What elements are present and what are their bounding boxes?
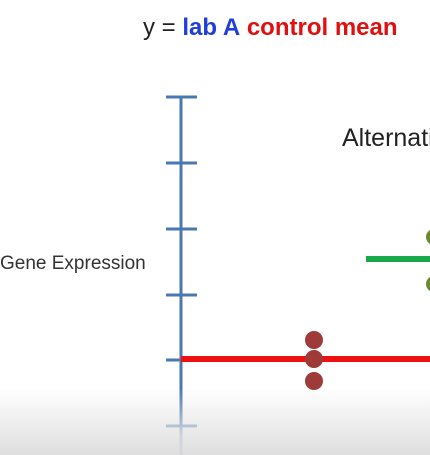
equation-lab-term: lab A — [182, 14, 241, 41]
alternative-data-point — [426, 277, 430, 291]
control-data-point — [305, 372, 323, 390]
equation-prefix: y = — [143, 14, 183, 41]
alternative-data-point — [426, 230, 430, 244]
control-data-point — [305, 350, 323, 368]
y-axis-label: Gene Expression — [0, 253, 146, 274]
control-data-point — [305, 331, 323, 349]
equation-control-term: control mean — [246, 14, 398, 41]
alternative-label: Alternative — [342, 124, 430, 152]
equation-title: y = lab A control mean — [143, 14, 398, 42]
